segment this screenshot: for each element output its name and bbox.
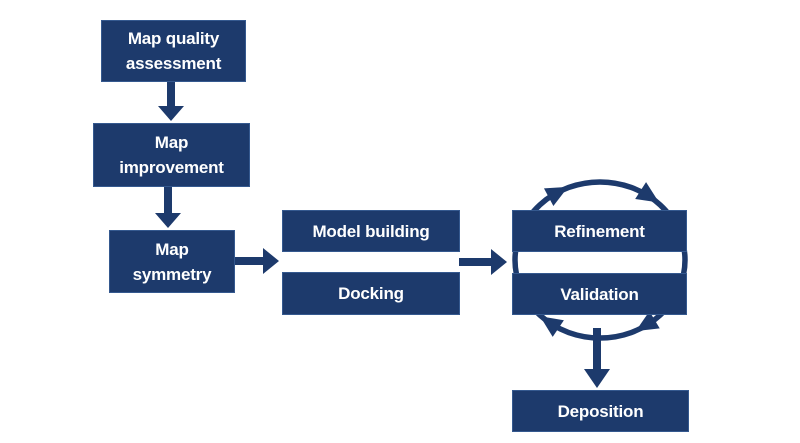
node-map-improvement: Map improvement: [93, 123, 250, 187]
node-docking: Docking: [282, 272, 460, 315]
cycle-arrowhead-bottom-left-icon: [540, 316, 564, 337]
arrow-map-quality-to-map-improvement: [158, 80, 184, 121]
cycle-arrowhead-top-right-icon: [635, 182, 660, 203]
arrow-map-symmetry-to-model-building-docking: [234, 248, 279, 274]
node-map-quality-assessment: Map quality assessment: [101, 20, 246, 82]
arrow-model-building-docking-to-refinement-validation: [459, 249, 507, 275]
node-deposition: Deposition: [512, 390, 689, 432]
node-refinement: Refinement: [512, 210, 687, 252]
node-map-symmetry: Map symmetry: [109, 230, 235, 293]
cycle-arrowhead-bottom-right-icon: [635, 311, 660, 332]
node-validation: Validation: [512, 273, 687, 315]
node-model-building: Model building: [282, 210, 460, 252]
cycle-arrowhead-top-left-icon: [543, 186, 569, 207]
arrow-map-improvement-to-map-symmetry: [155, 186, 181, 228]
arrow-cycle-to-deposition: [584, 328, 610, 388]
